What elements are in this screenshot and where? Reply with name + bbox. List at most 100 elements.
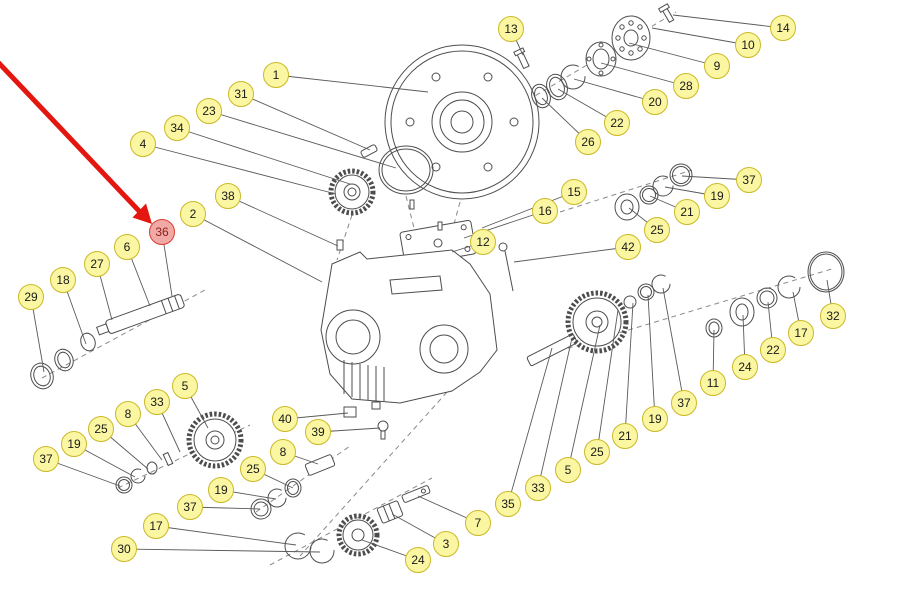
callout-19[interactable]: 19	[704, 183, 730, 209]
callout-4[interactable]: 4	[130, 131, 156, 157]
callout-25-4[interactable]: 25	[240, 456, 266, 482]
leader-line-9	[628, 42, 718, 67]
callout-25-2[interactable]: 25	[584, 439, 610, 465]
callout-27[interactable]: 27	[84, 251, 110, 277]
callout-37-3[interactable]: 37	[33, 446, 59, 472]
callout-8-2[interactable]: 8	[270, 439, 296, 465]
leader-line-1	[275, 74, 429, 93]
lower-left-gear	[116, 414, 241, 493]
callout-22-2[interactable]: 22	[760, 337, 786, 363]
leader-line-35	[507, 347, 553, 505]
leader-line-30	[123, 548, 321, 553]
ball-bearing-top	[586, 42, 616, 76]
callout-20[interactable]: 20	[642, 89, 668, 115]
callout-19-3[interactable]: 19	[61, 431, 87, 457]
hub-bolt	[514, 48, 529, 69]
right-ring-chain	[624, 252, 844, 337]
callout-36-highlighted[interactable]: 36	[149, 219, 175, 245]
callout-25[interactable]: 25	[644, 217, 670, 243]
leader-line-10	[651, 27, 749, 46]
callout-13[interactable]: 13	[498, 16, 524, 42]
leader-line-17-2	[155, 525, 297, 546]
callout-37-4[interactable]: 37	[177, 494, 203, 520]
leader-line-25-2	[596, 309, 619, 453]
flange-bolt	[659, 4, 674, 22]
red-arrow	[0, 60, 152, 224]
leader-line-34	[176, 127, 351, 185]
callout-18[interactable]: 18	[50, 267, 76, 293]
construction-axes	[42, 12, 835, 565]
gearbox-housing	[321, 240, 497, 409]
callout-1[interactable]: 1	[263, 62, 289, 88]
callout-5[interactable]: 5	[555, 457, 581, 483]
bearing-flange	[612, 16, 650, 60]
callout-17-2[interactable]: 17	[143, 513, 169, 539]
callout-5-2[interactable]: 5	[172, 373, 198, 399]
leader-line-42	[513, 246, 629, 263]
leader-line-23	[208, 110, 397, 169]
leader-line-33	[537, 337, 573, 489]
callout-12[interactable]: 12	[470, 229, 496, 255]
callout-24[interactable]: 24	[732, 354, 758, 380]
leader-line-19-2	[647, 294, 656, 420]
callout-3[interactable]: 3	[433, 531, 459, 557]
input-shaft	[27, 294, 185, 392]
callout-33-2[interactable]: 33	[144, 389, 170, 415]
drain-plug-and-breather	[344, 407, 388, 439]
callout-26[interactable]: 26	[575, 129, 601, 155]
leader-line-5	[567, 324, 601, 471]
callout-23[interactable]: 23	[196, 98, 222, 124]
callout-39[interactable]: 39	[305, 419, 331, 445]
callout-37[interactable]: 37	[736, 167, 762, 193]
callout-9[interactable]: 9	[704, 53, 730, 79]
bottom-gear-coupling	[339, 485, 430, 554]
callout-10[interactable]: 10	[735, 32, 761, 58]
callout-38[interactable]: 38	[215, 183, 241, 209]
leader-line-14	[672, 14, 784, 29]
callout-29[interactable]: 29	[18, 284, 44, 310]
callout-21-2[interactable]: 21	[612, 423, 638, 449]
flywheel-disc	[385, 45, 539, 199]
callout-40[interactable]: 40	[272, 406, 298, 432]
o-ring-seal	[379, 146, 433, 194]
leader-line-4	[142, 143, 337, 195]
callout-25-3[interactable]: 25	[88, 416, 114, 442]
callout-14[interactable]: 14	[770, 15, 796, 41]
callout-32[interactable]: 32	[820, 303, 846, 329]
leader-line-38	[227, 195, 339, 247]
callout-6[interactable]: 6	[114, 234, 140, 260]
callout-15[interactable]: 15	[561, 179, 587, 205]
callout-37-2[interactable]: 37	[671, 390, 697, 416]
output-gear-shaft	[527, 293, 626, 366]
callout-19-4[interactable]: 19	[208, 477, 234, 503]
callout-30[interactable]: 30	[111, 536, 137, 562]
callout-7[interactable]: 7	[465, 510, 491, 536]
input-pinion-gear	[331, 171, 373, 213]
callout-17[interactable]: 17	[788, 320, 814, 346]
callout-2[interactable]: 2	[180, 201, 206, 227]
callout-19-2[interactable]: 19	[642, 406, 668, 432]
callout-34[interactable]: 34	[164, 115, 190, 141]
leader-line-15	[481, 191, 575, 229]
leader-line-2	[192, 213, 323, 283]
shaft-key	[360, 144, 377, 158]
callout-24-2[interactable]: 24	[405, 547, 431, 573]
bottom-snap-rings	[285, 533, 334, 563]
callout-28[interactable]: 28	[673, 73, 699, 99]
callout-35[interactable]: 35	[495, 491, 521, 517]
callout-31[interactable]: 31	[228, 81, 254, 107]
callout-8[interactable]: 8	[115, 401, 141, 427]
leader-line-37-3	[45, 458, 121, 487]
callout-16[interactable]: 16	[532, 198, 558, 224]
callout-11[interactable]: 11	[700, 370, 726, 396]
callout-33[interactable]: 33	[525, 475, 551, 501]
callout-21[interactable]: 21	[674, 199, 700, 225]
leader-line-37-2	[662, 287, 685, 404]
washer-stack	[528, 65, 585, 110]
callout-42[interactable]: 42	[615, 234, 641, 260]
callout-22[interactable]: 22	[604, 110, 630, 136]
oil-dipstick	[499, 243, 513, 291]
